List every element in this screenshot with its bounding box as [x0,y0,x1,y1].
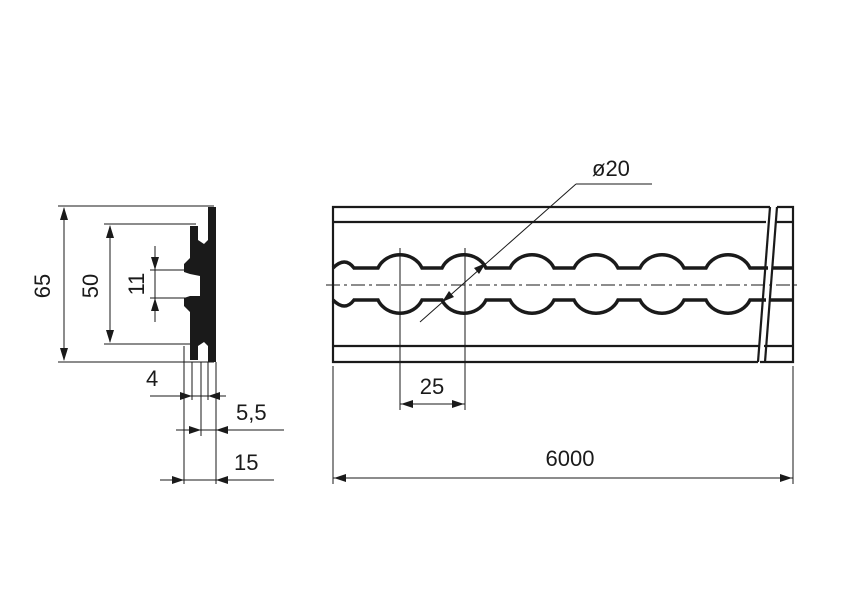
dim-width-total: 15 [234,450,258,475]
slot-edge-upper [331,253,768,270]
dim-height-inner: 50 [78,274,103,298]
dim-length: 6000 [546,446,595,471]
slot-edge-lower [331,298,766,315]
dim-slot-width: 11 [124,273,149,296]
dim-height-total: 65 [30,274,55,298]
dim-hole-diameter: ø20 [592,156,630,181]
section-slot-bar [200,262,208,306]
dim-thickness-a: 4 [146,366,158,391]
dim-thickness-b: 5,5 [236,400,267,425]
section-view [58,205,284,484]
side-view [326,183,800,484]
dim-hole-pitch: 25 [420,374,444,399]
